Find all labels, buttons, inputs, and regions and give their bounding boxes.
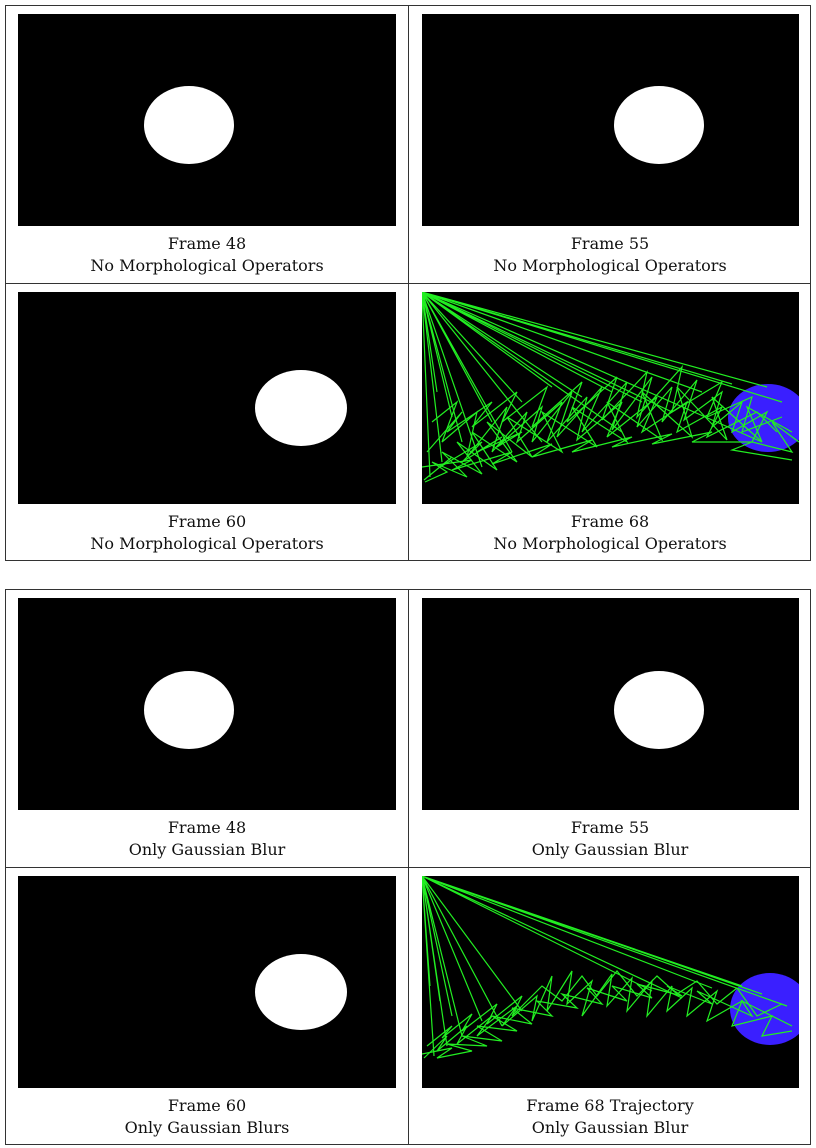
method-label: Only Gaussian Blur bbox=[531, 840, 689, 859]
frame-label: Frame 68 bbox=[570, 512, 650, 531]
method-label: No Morphological Operators bbox=[493, 256, 727, 275]
method-label: Only Gaussian Blur bbox=[531, 1118, 689, 1137]
mask-image-frame-60 bbox=[18, 876, 396, 1088]
table-row: Frame 48 Only Gaussian Blur Frame 55 Onl… bbox=[6, 590, 810, 868]
table-cell-frame-60: Frame 60 No Morphological Operators bbox=[6, 284, 409, 561]
method-label: Only Gaussian Blurs bbox=[124, 1118, 290, 1137]
table-cell-frame-68-trajectory: Frame 68 Trajectory Only Gaussian Blur bbox=[409, 868, 811, 1145]
trajectory-image-frame-68 bbox=[422, 876, 799, 1088]
white-blob bbox=[255, 370, 347, 446]
mask-image-frame-55 bbox=[422, 14, 799, 226]
white-blob bbox=[614, 671, 704, 749]
frame-label: Frame 48 bbox=[167, 234, 247, 253]
frame-label: Frame 55 bbox=[570, 818, 650, 837]
mask-svg bbox=[614, 671, 704, 749]
white-blob bbox=[255, 954, 347, 1030]
table-cell-frame-68: Frame 68 No Morphological Operators bbox=[409, 284, 811, 561]
mask-image-frame-60 bbox=[18, 292, 396, 504]
method-label: No Morphological Operators bbox=[90, 534, 324, 553]
mask-svg bbox=[144, 671, 234, 749]
table-cell-frame-55: Frame 55 Only Gaussian Blur bbox=[409, 590, 811, 867]
method-label: Only Gaussian Blur bbox=[128, 840, 286, 859]
frame-label: Frame 55 bbox=[570, 234, 650, 253]
mask-svg bbox=[144, 86, 234, 164]
table-row: Frame 60 No Morphological Operators bbox=[6, 284, 810, 561]
mask-image-frame-48 bbox=[18, 14, 396, 226]
mask-svg bbox=[255, 370, 347, 446]
table-cell-frame-48: Frame 48 Only Gaussian Blur bbox=[6, 590, 409, 867]
mask-svg bbox=[614, 86, 704, 164]
method-label: No Morphological Operators bbox=[90, 256, 324, 275]
mask-svg bbox=[255, 954, 347, 1030]
white-blob bbox=[614, 86, 704, 164]
mask-image-frame-55 bbox=[422, 598, 799, 810]
frame-label: Frame 60 bbox=[167, 1096, 247, 1115]
trajectory-svg bbox=[422, 876, 799, 1059]
frame-label: Frame 48 bbox=[167, 818, 247, 837]
table-row: Frame 60 Only Gaussian Blurs Frame 68 Tr… bbox=[6, 868, 810, 1145]
table-row: Frame 48 No Morphological Operators Fram… bbox=[6, 6, 810, 284]
white-blob bbox=[144, 671, 234, 749]
method-label: No Morphological Operators bbox=[493, 534, 727, 553]
results-table-no-morph: Frame 48 No Morphological Operators Fram… bbox=[5, 5, 811, 561]
trajectory-image-frame-68 bbox=[422, 292, 799, 504]
table-cell-frame-60: Frame 60 Only Gaussian Blurs bbox=[6, 868, 409, 1145]
blue-ball bbox=[730, 973, 799, 1045]
table-cell-frame-48: Frame 48 No Morphological Operators bbox=[6, 6, 409, 283]
table-cell-frame-55: Frame 55 No Morphological Operators bbox=[409, 6, 811, 283]
frame-label: Frame 60 bbox=[167, 512, 247, 531]
frame-label: Frame 68 Trajectory bbox=[526, 1096, 694, 1115]
trajectory-lines bbox=[422, 876, 793, 1059]
trajectory-lines bbox=[422, 292, 799, 483]
mask-image-frame-48 bbox=[18, 598, 396, 810]
white-blob bbox=[144, 86, 234, 164]
trajectory-svg bbox=[422, 292, 799, 483]
results-table-gaussian-blur: Frame 48 Only Gaussian Blur Frame 55 Onl… bbox=[5, 589, 811, 1145]
